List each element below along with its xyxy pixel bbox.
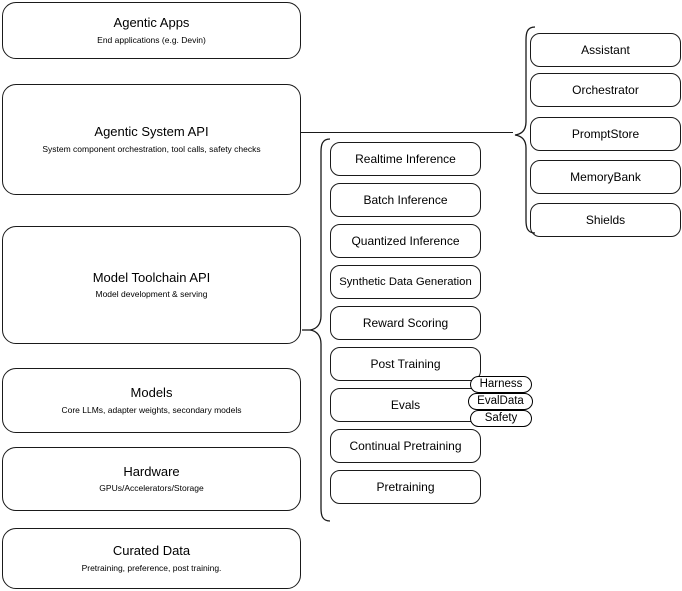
layer-box-curated-data[interactable]: Curated Data Pretraining, preference, po… [2, 528, 301, 589]
layer-box-models[interactable]: Models Core LLMs, adapter weights, secon… [2, 368, 301, 433]
capability-label: Reward Scoring [362, 315, 449, 330]
capability-box-reward-scoring[interactable]: Reward Scoring [330, 306, 481, 340]
evals-badge-evaldata[interactable]: EvalData [468, 393, 533, 410]
capability-label: Batch Inference [363, 192, 448, 207]
capability-box-post-training[interactable]: Post Training [330, 347, 481, 381]
component-box-memorybank[interactable]: MemoryBank [530, 160, 681, 194]
layer-title: Curated Data [112, 543, 191, 559]
evals-badge-harness[interactable]: Harness [470, 376, 532, 393]
layer-subtitle: Model development & serving [95, 289, 208, 300]
capability-label: Quantized Inference [351, 233, 460, 248]
component-box-shields[interactable]: Shields [530, 203, 681, 237]
capability-box-quantized-inference[interactable]: Quantized Inference [330, 224, 481, 258]
component-label: MemoryBank [570, 169, 641, 184]
capability-label: Continual Pretraining [349, 438, 462, 453]
capability-label: Pretraining [376, 479, 435, 494]
layer-title: Agentic System API [94, 124, 209, 140]
capability-label: Evals [390, 397, 421, 412]
component-label: Orchestrator [572, 82, 639, 97]
layer-box-agentic-system-api[interactable]: Agentic System API System component orch… [2, 84, 301, 195]
component-box-promptstore[interactable]: PromptStore [530, 117, 681, 151]
layer-box-agentic-apps[interactable]: Agentic Apps End applications (e.g. Devi… [2, 2, 301, 59]
capability-label: Post Training [370, 356, 441, 371]
capability-box-evals[interactable]: Evals [330, 388, 481, 422]
capability-box-batch-inference[interactable]: Batch Inference [330, 183, 481, 217]
connector-agentic-system-to-components [301, 132, 513, 133]
evals-badge-safety[interactable]: Safety [470, 410, 532, 427]
layer-subtitle: Pretraining, preference, post training. [81, 562, 222, 573]
layer-title: Model Toolchain API [92, 269, 211, 285]
capability-label: Realtime Inference [355, 151, 456, 166]
component-label: Shields [585, 212, 626, 227]
layer-title: Models [130, 385, 173, 401]
capability-box-continual-pretraining[interactable]: Continual Pretraining [330, 429, 481, 463]
layer-subtitle: End applications (e.g. Devin) [97, 34, 206, 45]
component-box-orchestrator[interactable]: Orchestrator [530, 73, 681, 107]
component-label: Assistant [581, 42, 630, 57]
capability-box-realtime-inference[interactable]: Realtime Inference [330, 142, 481, 176]
capability-label: Synthetic Data Generation [339, 275, 472, 288]
layer-title: Agentic Apps [113, 15, 190, 31]
brace-toolchain-capabilities [302, 138, 331, 522]
component-label: PromptStore [571, 126, 640, 141]
layer-subtitle: System component orchestration, tool cal… [42, 143, 261, 154]
layer-subtitle: GPUs/Accelerators/Storage [99, 483, 204, 494]
component-box-assistant[interactable]: Assistant [530, 33, 681, 67]
capability-box-synthetic-data-generation[interactable]: Synthetic Data Generation [330, 265, 481, 299]
layer-subtitle: Core LLMs, adapter weights, secondary mo… [61, 404, 242, 415]
layer-box-model-toolchain-api[interactable]: Model Toolchain API Model development & … [2, 226, 301, 344]
layer-box-hardware[interactable]: Hardware GPUs/Accelerators/Storage [2, 447, 301, 511]
capability-box-pretraining[interactable]: Pretraining [330, 470, 481, 504]
layer-title: Hardware [123, 463, 180, 479]
